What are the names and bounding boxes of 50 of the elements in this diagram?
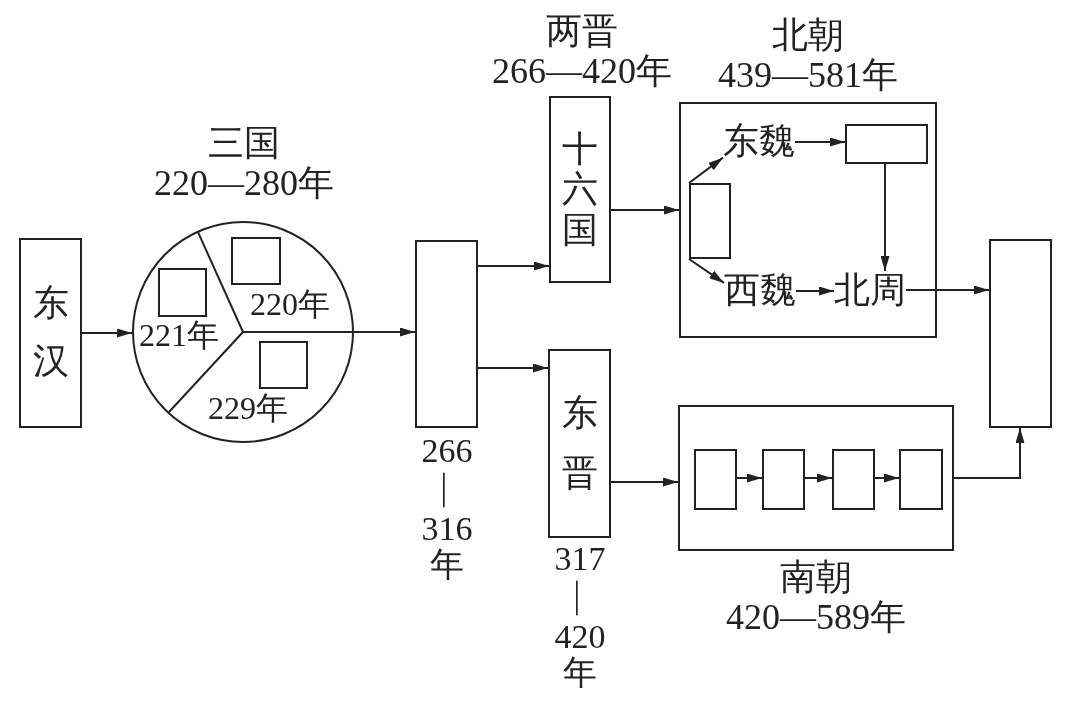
dynasty-heading: 北朝 bbox=[772, 16, 844, 56]
arrow bbox=[81, 328, 133, 338]
arrow bbox=[880, 163, 890, 272]
arrow bbox=[874, 473, 900, 483]
date-range: 266—316年 bbox=[420, 433, 474, 583]
arrow bbox=[953, 427, 1025, 479]
arrow bbox=[477, 261, 550, 271]
dynasty-name: 东晋 bbox=[561, 392, 598, 495]
state-name: 西魏 bbox=[724, 271, 796, 311]
date-range: 420—589年 bbox=[726, 597, 906, 638]
year-label: 221年 bbox=[139, 318, 219, 354]
answer-box bbox=[259, 341, 308, 389]
answer-box bbox=[899, 449, 943, 510]
dynasty-box bbox=[549, 96, 611, 283]
arrow bbox=[477, 363, 549, 373]
arrow bbox=[610, 205, 680, 215]
period-frame bbox=[678, 405, 954, 551]
dynasty-heading: 三国 bbox=[208, 124, 280, 164]
arrow bbox=[905, 285, 990, 295]
dynasty-name: 东汉 bbox=[32, 282, 69, 383]
period-frame bbox=[679, 102, 937, 338]
state-name: 东魏 bbox=[723, 122, 795, 162]
answer-box bbox=[989, 239, 1052, 428]
answer-box bbox=[762, 449, 805, 510]
dynasty-heading: 南朝 bbox=[780, 558, 852, 598]
arrow bbox=[804, 473, 833, 483]
date-range: 266—420年 bbox=[492, 52, 672, 92]
answer-box bbox=[689, 183, 731, 259]
dynasty-heading: 两晋 bbox=[546, 12, 618, 52]
arrow bbox=[610, 477, 679, 487]
year-label: 220年 bbox=[250, 287, 330, 323]
answer-box bbox=[158, 268, 207, 317]
dynasty-box bbox=[19, 238, 82, 428]
date-range: 439—581年 bbox=[718, 55, 898, 96]
dynasty-box bbox=[548, 349, 611, 538]
arrow bbox=[736, 473, 763, 483]
date-range: 317—420年 bbox=[553, 541, 607, 691]
answer-box bbox=[694, 449, 737, 510]
dynasty-name: 十六国 bbox=[562, 129, 598, 250]
arrow bbox=[794, 137, 846, 147]
kingdom-circle bbox=[132, 221, 354, 443]
date-range: 220—280年 bbox=[154, 163, 334, 204]
answer-box bbox=[832, 449, 875, 510]
year-label: 229年 bbox=[208, 391, 288, 427]
state-name: 北周 bbox=[834, 271, 906, 311]
answer-box bbox=[231, 237, 281, 285]
answer-box bbox=[845, 124, 928, 164]
arrow bbox=[795, 286, 835, 296]
answer-box bbox=[415, 240, 478, 428]
arrow bbox=[353, 327, 416, 337]
